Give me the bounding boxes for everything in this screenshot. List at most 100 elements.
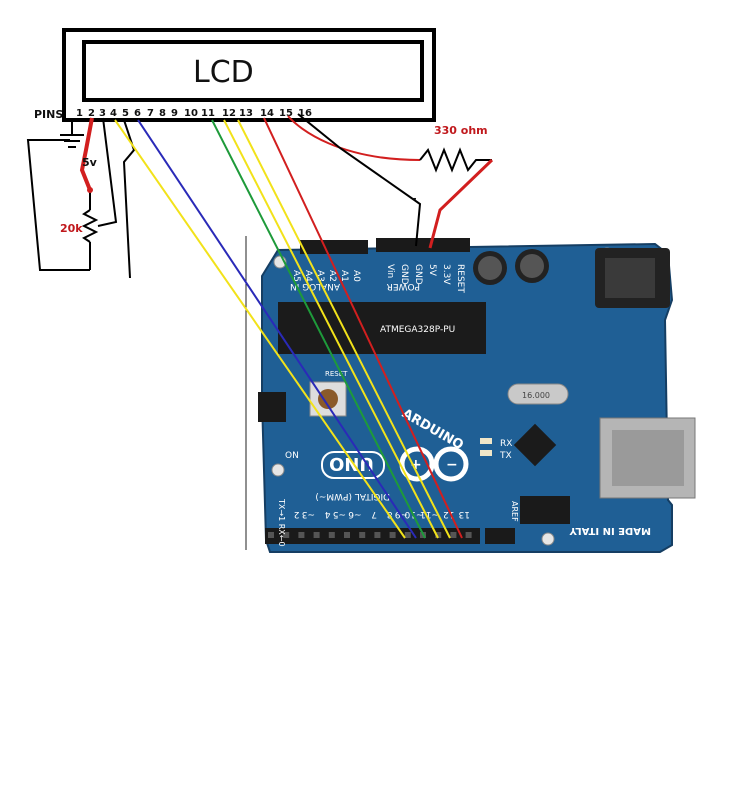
wire-pin13-d6 <box>237 119 451 539</box>
chip-label: ATMEGA328P-PU <box>380 325 455 335</box>
rx-led <box>480 438 492 444</box>
power-pin-label: GND <box>413 264 423 285</box>
wire-resistor-to-5v <box>428 158 494 249</box>
analog-pin-a1: A1 <box>339 270 349 282</box>
header-pin-hole <box>359 532 366 538</box>
power-pin-label: RESET <box>455 264 465 293</box>
analog-pin-a0: A0 <box>351 270 361 282</box>
analog-pin-a4: A4 <box>303 270 313 282</box>
uno-badge <box>321 451 385 479</box>
header-pin-hole <box>313 532 320 538</box>
svg-text:+: + <box>410 457 422 473</box>
reset-button-cap[interactable] <box>318 389 338 409</box>
lcd-pin-7: 7 <box>147 108 154 119</box>
header-pin-hole <box>404 532 411 538</box>
svg-text:−: − <box>446 457 458 473</box>
resistor-330-ohm <box>419 147 492 173</box>
wires: - 5v 20k 330 ohm <box>26 113 494 539</box>
power-pin-label: Vin <box>385 264 395 278</box>
digital-pin-label: 4 <box>325 509 331 519</box>
power-pin-label: 3.3V <box>441 264 451 285</box>
atmega-chip <box>278 302 486 354</box>
digital-pin-label: ~3 <box>302 509 315 519</box>
arduino-logo: + − <box>399 446 469 482</box>
digital-pin-label: 13 <box>459 509 470 519</box>
mount-hole <box>541 532 555 546</box>
wire-pin12-d5 <box>223 119 439 539</box>
lcd-pin-6: 6 <box>134 108 141 119</box>
lcd-pin-12: 12 <box>222 108 236 119</box>
wire-pin6-enable <box>137 119 417 539</box>
lcd-pin-2: 2 <box>88 108 95 119</box>
header-pin-hole <box>298 532 305 538</box>
lcd-pin-4: 4 <box>110 108 117 119</box>
lcd-pin-11: 11 <box>201 108 215 119</box>
header-pin-hole <box>450 532 457 538</box>
lcd-pin-8: 8 <box>159 108 166 119</box>
wire-pin16-ground <box>297 113 422 247</box>
wire-ground-loop <box>26 139 90 271</box>
lcd-title: LCD <box>193 55 254 90</box>
capacitor-1 <box>473 251 507 285</box>
header-pin-hole <box>465 532 472 538</box>
wire-pin4-rs <box>114 119 406 539</box>
tx-led <box>480 450 492 456</box>
lcd-pin-10: 10 <box>184 108 198 119</box>
crystal-label: 16.000 <box>522 391 550 400</box>
wire-pin14-d7 <box>263 117 463 539</box>
lcd-pin-3: 3 <box>99 108 106 119</box>
lcd-pin-13: 13 <box>239 108 253 119</box>
analog-pin-a5: A5 <box>291 270 301 282</box>
header-pin-hole <box>283 532 290 538</box>
digital-pin-label: 2 <box>294 509 300 519</box>
mount-hole <box>271 463 285 477</box>
power-pin-label: GND <box>399 264 409 285</box>
capacitor-2 <box>515 249 549 283</box>
analog-label: ANALOG IN <box>290 281 340 291</box>
potentiometer-20k <box>81 187 99 270</box>
txrx-label: TX→1 RX←0 <box>277 498 286 547</box>
lcd-pin-1: 1 <box>76 108 83 119</box>
ground-mark: - <box>412 192 417 205</box>
lcd-screen <box>82 40 424 102</box>
tx-label: TX <box>499 451 512 461</box>
digital-pin-label: ~11 <box>420 509 439 519</box>
dc-jack-inner <box>605 258 655 298</box>
pot-label: 20k <box>60 222 83 235</box>
header-pin-hole <box>374 532 381 538</box>
power-label: POWER <box>387 281 420 291</box>
lcd-pin-16: 16 <box>298 108 312 119</box>
digital-label: DIGITAL (PWM~) <box>315 491 390 501</box>
icsp-header-left <box>258 392 286 422</box>
lcd-pin-9: 9 <box>171 108 178 119</box>
wire-pin15-backlight <box>287 115 421 161</box>
usb-b-inner <box>612 430 684 486</box>
header-pin-hole <box>435 532 442 538</box>
header-pin-hole <box>389 532 396 538</box>
power-header <box>376 238 470 252</box>
on-label: ON <box>285 451 299 461</box>
power-pin-label: 5V <box>427 264 437 277</box>
made-in-label: MADE IN ITALY <box>569 525 651 536</box>
header-pin-hole <box>268 532 274 538</box>
wire-pin3-wiper <box>97 117 118 227</box>
resistor-label: 330 ohm <box>434 124 488 137</box>
digital-pin-label: 7 <box>371 509 377 519</box>
wire-pin2-5v <box>79 117 94 191</box>
icsp-header-right <box>520 496 570 524</box>
analog-pin-a3: A3 <box>315 270 325 282</box>
header-pin-hole <box>328 532 335 538</box>
digital-pin-label: ~6 <box>348 509 362 519</box>
wire-pin1-ground <box>60 120 84 148</box>
five-volt-label: 5v <box>82 156 98 169</box>
aref-label: AREF <box>510 501 519 522</box>
digital-header <box>265 528 480 544</box>
pins-label: PINS <box>34 108 63 121</box>
lcd-pin-5: 5 <box>122 108 129 119</box>
wire-pin11-d4 <box>211 119 426 539</box>
analog-header <box>300 240 368 254</box>
digital-pin-label: 12 <box>443 509 454 519</box>
crystal <box>507 383 569 405</box>
